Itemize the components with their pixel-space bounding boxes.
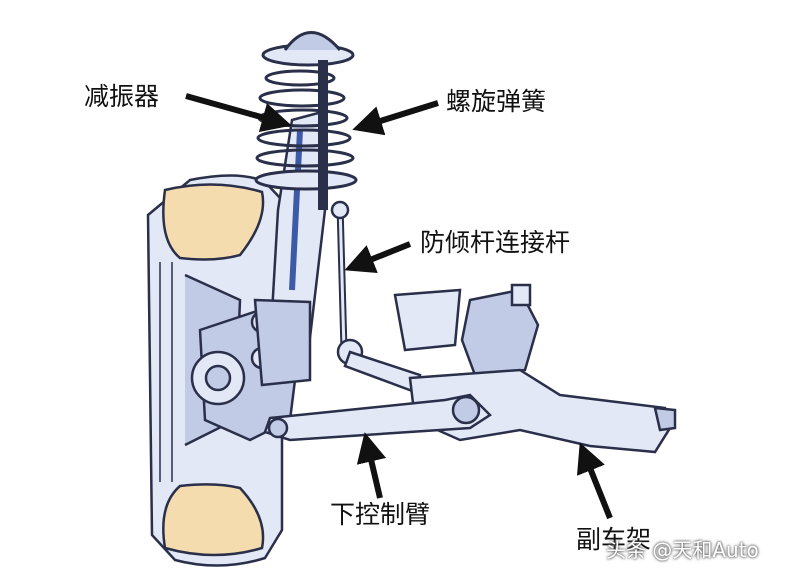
arrow-lower-control-arm — [356, 432, 387, 499]
arrow-subframe — [576, 442, 613, 520]
arrow-coil-spring — [352, 100, 439, 136]
lower-control-arm — [263, 393, 492, 442]
label-subframe: 副车架 — [576, 525, 652, 554]
label-stabilizer-link: 防倾杆连接杆 — [420, 228, 571, 257]
label-coil-spring: 螺旋弹簧 — [446, 87, 547, 116]
coil-spring — [254, 31, 358, 210]
label-lower-control-arm: 下控制臂 — [330, 500, 431, 529]
mount-bracket — [393, 283, 540, 377]
label-shock-absorber: 减振器 — [84, 82, 160, 111]
leader-arrows — [185, 93, 613, 520]
watermark: 头条 @天和Auto — [606, 538, 759, 562]
subframe-body — [408, 368, 677, 454]
arrow-shock-absorber — [185, 93, 292, 132]
arrow-stabilizer-link — [344, 241, 412, 274]
